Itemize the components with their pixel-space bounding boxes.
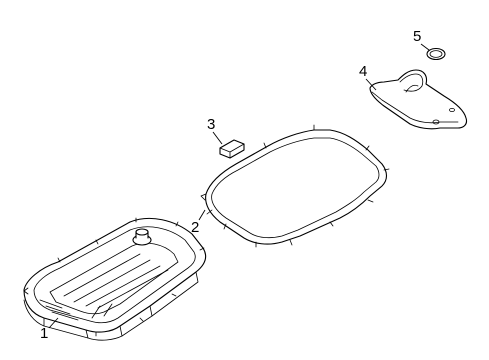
callout-5: 5: [413, 28, 430, 51]
callout-3-label: 3: [207, 116, 215, 133]
callout-1-label: 1: [40, 325, 48, 342]
callout-2-label: 2: [191, 219, 199, 236]
callout-4: 4: [359, 63, 377, 91]
seal-ring-part-5[interactable]: [426, 47, 446, 61]
gasket-part-2[interactable]: [200, 124, 390, 248]
magnet-part-3[interactable]: [219, 139, 245, 159]
oil-pan-part-1[interactable]: [23, 217, 207, 341]
callout-4-label: 4: [359, 63, 367, 80]
callout-3: 3: [207, 116, 223, 145]
callout-2: 2: [191, 209, 206, 236]
callout-5-label: 5: [413, 28, 421, 45]
filter-part-4[interactable]: [369, 69, 468, 130]
callout-1: 1: [40, 317, 59, 342]
